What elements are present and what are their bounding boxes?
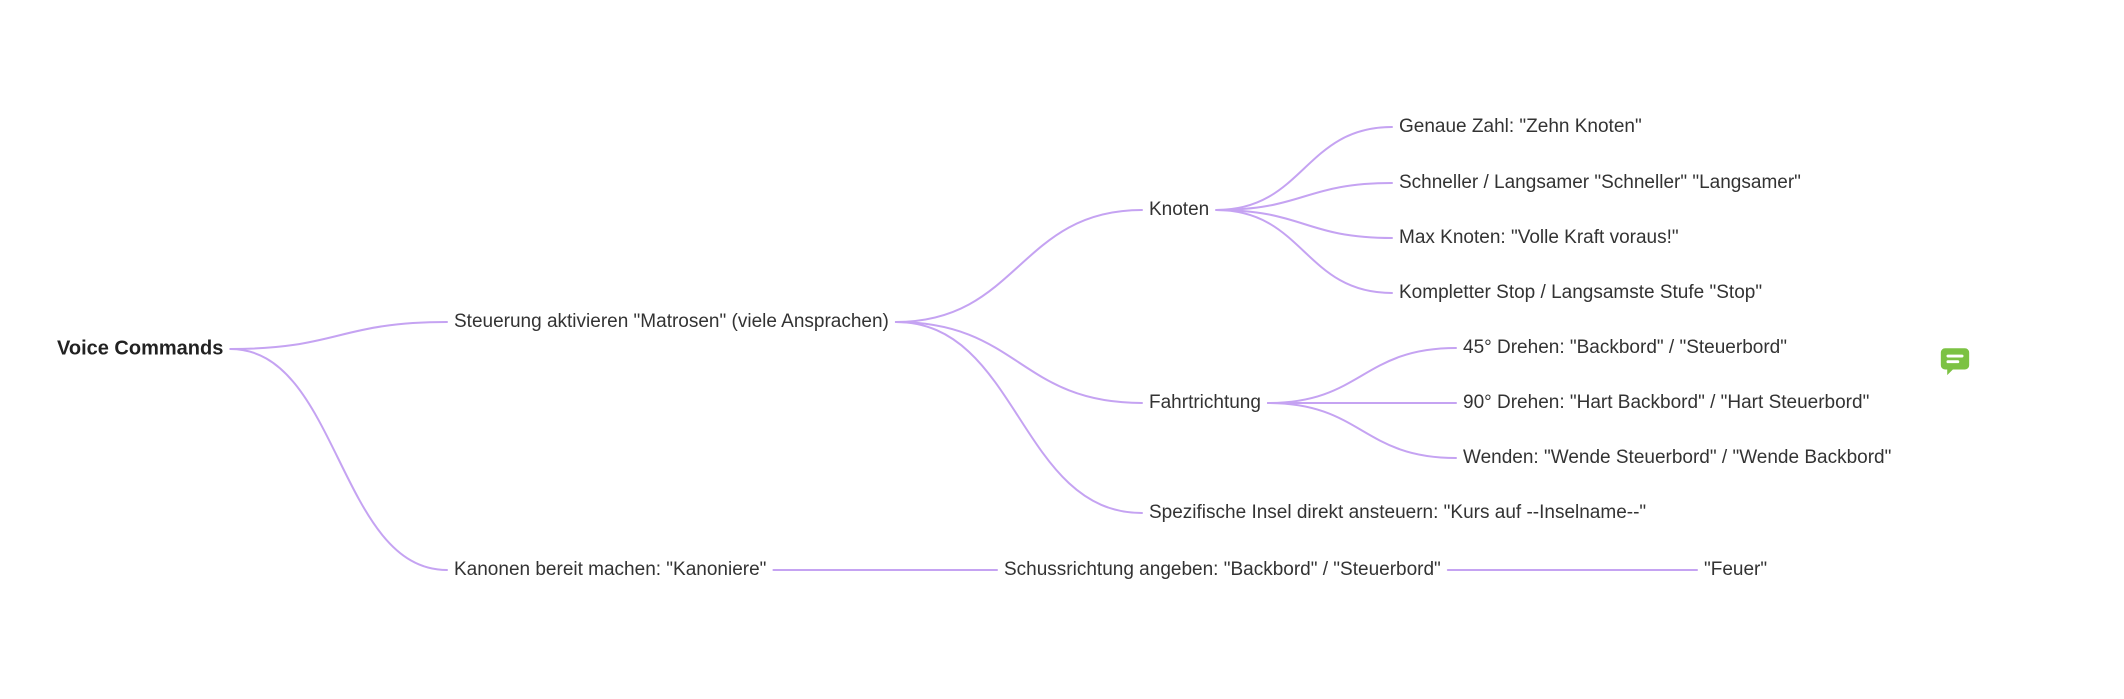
node-kanonen-bereit[interactable]: Kanonen bereit machen: "Kanoniere" [454,559,767,580]
node-genaue-zahl[interactable]: Genaue Zahl: "Zehn Knoten" [1399,116,1642,137]
node-schussrichtung[interactable]: Schussrichtung angeben: "Backbord" / "St… [1004,559,1441,580]
node-schneller-langsamer[interactable]: Schneller / Langsamer "Schneller" "Langs… [1399,172,1801,193]
node-kompletter-stop[interactable]: Kompletter Stop / Langsamste Stufe "Stop… [1399,282,1763,303]
node-feuer[interactable]: "Feuer" [1704,559,1768,580]
node-spezifische-insel[interactable]: Spezifische Insel direkt ansteuern: "Kur… [1149,502,1647,523]
node-90-drehen[interactable]: 90° Drehen: "Hart Backbord" / "Hart Steu… [1463,392,1870,413]
node-voice-commands[interactable]: Voice Commands [57,337,224,360]
node-max-knoten[interactable]: Max Knoten: "Volle Kraft voraus!" [1399,227,1679,248]
node-steuerung-aktivieren[interactable]: Steuerung aktivieren "Matrosen" (viele A… [454,311,889,332]
node-wenden[interactable]: Wenden: "Wende Steuerbord" / "Wende Back… [1463,447,1892,468]
node-45-drehen[interactable]: 45° Drehen: "Backbord" / "Steuerbord" [1463,337,1787,358]
comment-icon[interactable] [1938,344,1972,378]
comment-bubble-icon [1940,348,1970,376]
node-fahrtrichtung[interactable]: Fahrtrichtung [1149,392,1261,413]
node-knoten[interactable]: Knoten [1149,199,1210,220]
